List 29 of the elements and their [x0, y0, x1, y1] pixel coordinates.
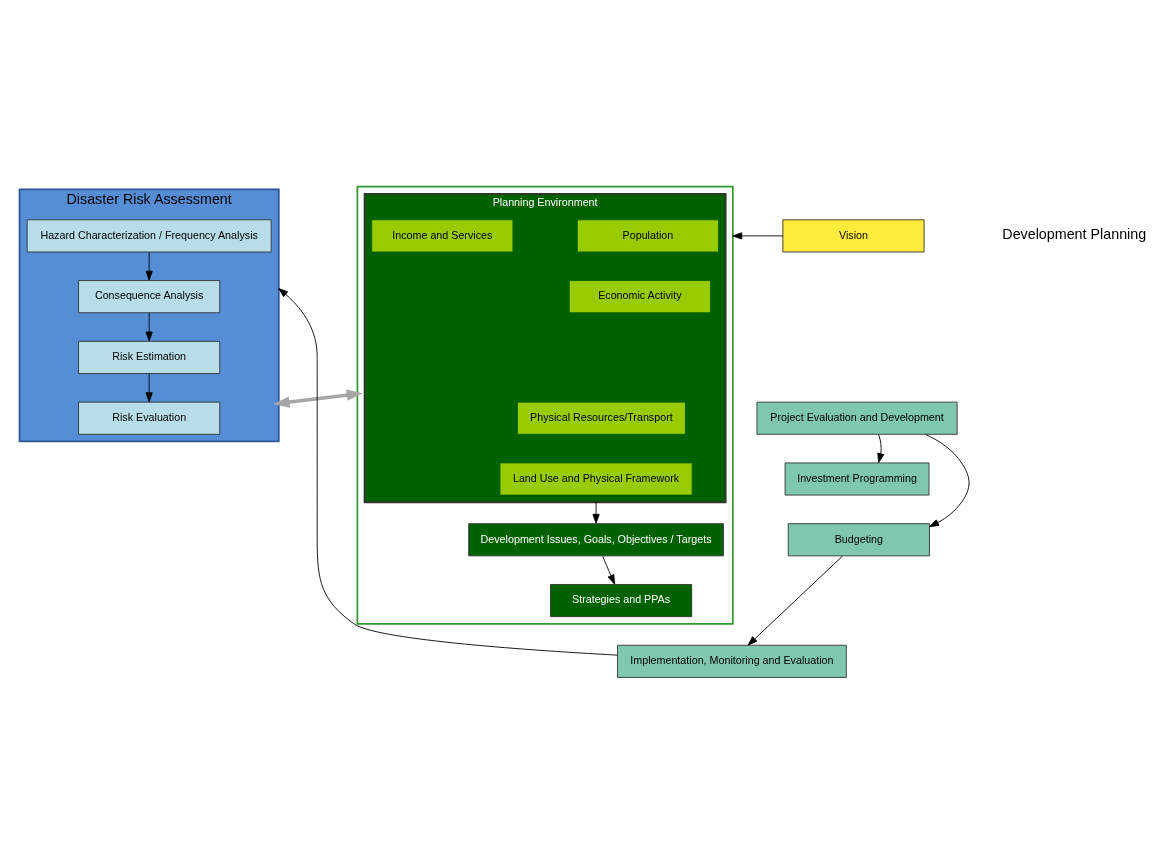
node-box: Economic Activity [568, 280, 711, 314]
node-box: Project Evaluation and Development [756, 401, 958, 435]
node-box: Income and Services [371, 219, 514, 253]
arrow [592, 501, 600, 524]
arrow [278, 288, 618, 656]
arrow [145, 373, 153, 403]
node-box: Development Issues, Goals, Objectives / Targets [468, 523, 724, 557]
arrow [925, 433, 970, 528]
arrow [877, 434, 885, 463]
arrow [747, 555, 843, 646]
arrow [732, 232, 784, 240]
node-box: Vision [782, 219, 925, 253]
node-box: Implementation, Monitoring and Evaluation [617, 644, 847, 678]
arrow [145, 251, 153, 281]
arrow [273, 389, 363, 408]
node-box: Strategies and PPAs [550, 584, 693, 618]
node-box: Land Use and Physical Framework [499, 462, 693, 496]
node-box: Investment Programming [784, 462, 930, 496]
node-box: Population [576, 219, 719, 253]
arrow [602, 555, 615, 585]
cluster [356, 185, 734, 625]
node-box: Physical Resources/Transport [516, 401, 686, 435]
node-box: Budgeting [787, 523, 930, 557]
node-box: Hazard Characterization / Frequency Analysis [26, 219, 272, 253]
node-box: Risk Estimation [78, 340, 221, 374]
node-box: Risk Evaluation [78, 401, 221, 435]
node-box: Consequence Analysis [78, 280, 221, 314]
arrow [145, 312, 153, 342]
label: Development Planning [1002, 226, 1147, 243]
